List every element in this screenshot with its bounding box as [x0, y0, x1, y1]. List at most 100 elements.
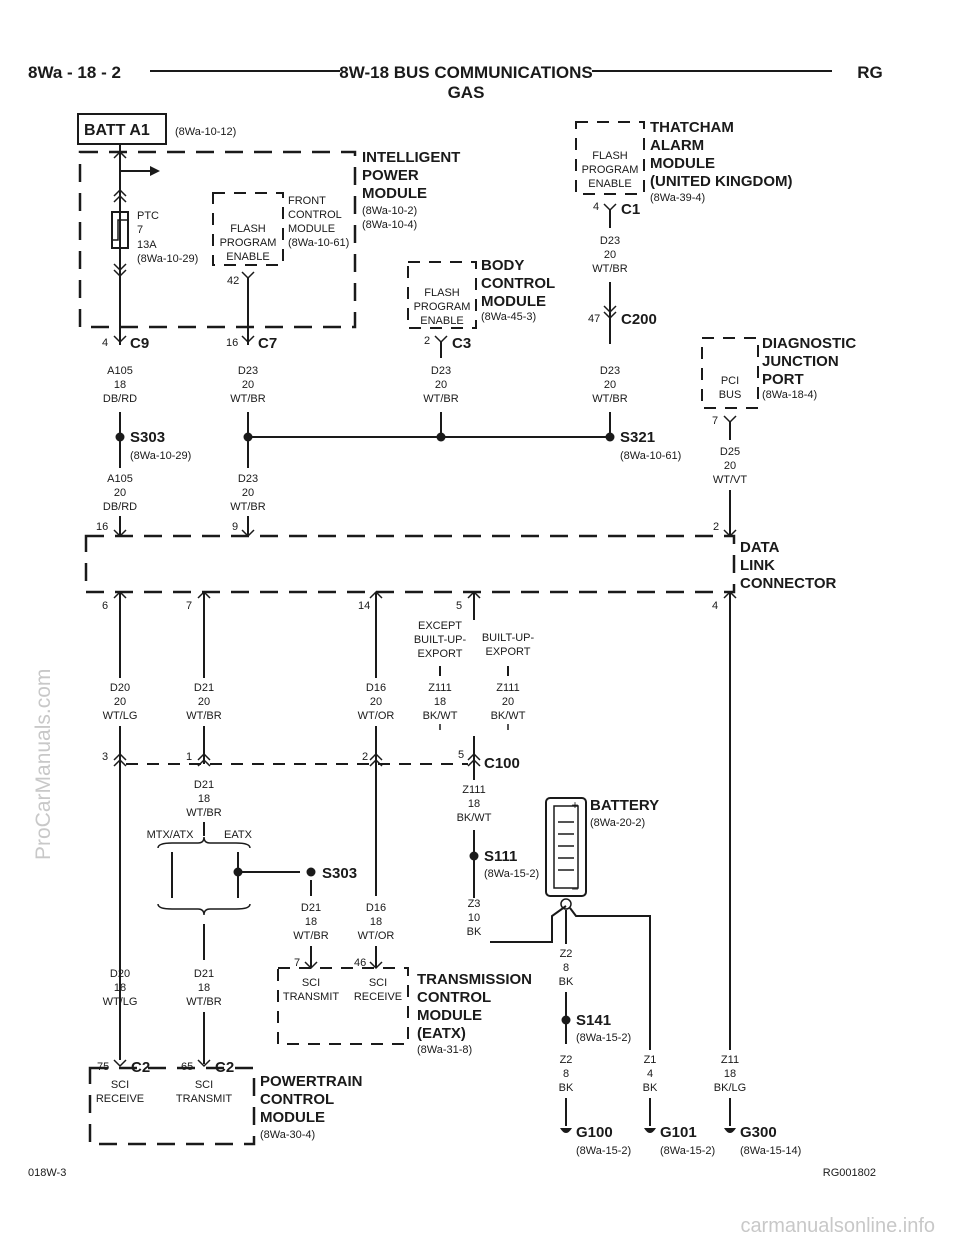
battery-symbol — [545, 797, 587, 897]
c200-pin: 47 — [588, 313, 600, 325]
wire-d16-18-3: WT/OR — [358, 930, 395, 942]
c100-chevron — [113, 752, 127, 761]
wire-d23-low-1: D23 — [238, 473, 258, 485]
wire-z111c-3: BK/WT — [457, 812, 492, 824]
bcm-title-1: BODY — [481, 257, 524, 274]
wire-z1-3: BK — [643, 1082, 658, 1094]
wire-z111c-2: 18 — [468, 798, 480, 810]
battery-label: BATTERY — [590, 797, 659, 814]
wire-d21-18a-2: 18 — [198, 793, 210, 805]
djp-pci-1: PCI — [721, 375, 739, 387]
djp-title-1: DIAGNOSTIC — [762, 335, 856, 352]
s303-splice-dot — [115, 432, 125, 442]
s111-splice-dot — [469, 851, 479, 861]
tam-title-2: ALARM — [650, 137, 704, 154]
djp-box — [701, 337, 759, 409]
tam-conn: C1 — [621, 201, 640, 218]
wire-z3-2: 10 — [468, 912, 480, 924]
tcm-pin-46: 46 — [354, 957, 366, 969]
tam-ref: (8Wa-39-4) — [650, 192, 705, 204]
wire-d23-c200-3: WT/BR — [592, 393, 627, 405]
fcm-flash-1: FLASH — [230, 223, 266, 235]
c200-label: C200 — [621, 311, 657, 328]
pcm-conn-1: C2 — [131, 1059, 150, 1076]
wire-d23-tam-3: WT/BR — [592, 263, 627, 275]
wire-z111c-1: Z111 — [462, 784, 485, 796]
mtx-left: MTX/ATX — [147, 829, 195, 841]
ipm-ref-2: (8Wa-10-4) — [362, 219, 417, 231]
pcm-pin-75: 75 — [97, 1061, 109, 1073]
dlc-chevron — [241, 529, 255, 538]
batt-a1-ref: (8Wa-10-12) — [175, 126, 236, 138]
arrow-icon — [150, 166, 160, 176]
pcm-title-2: CONTROL — [260, 1091, 334, 1108]
wire-z111b-2: 20 — [502, 696, 514, 708]
side-watermark: ProCarManuals.com — [32, 669, 55, 860]
c100-label: C100 — [484, 755, 520, 772]
except-2: BUILT-UP- — [414, 634, 467, 646]
page-subtitle: GAS — [448, 83, 485, 102]
pcm-pin-65: 65 — [181, 1061, 193, 1073]
z3-to-battery — [490, 905, 567, 943]
wire-d23-ipm-1: D23 — [238, 365, 258, 377]
g100-ref: (8Wa-15-2) — [576, 1145, 631, 1157]
pcm-conn-2: C2 — [215, 1059, 234, 1076]
g100-label: G100 — [576, 1124, 613, 1141]
dlc-pin-4: 4 — [712, 600, 718, 612]
dlc-pin-9: 9 — [232, 521, 238, 533]
page-title: 8W-18 BUS COMMUNICATIONS — [339, 63, 592, 82]
tam-title-3: MODULE — [650, 155, 715, 172]
wire-z2b-1: Z2 — [560, 1054, 573, 1066]
c200-chevron — [603, 305, 617, 314]
eatx-splice-dot — [233, 867, 243, 877]
footer-right-code: RG001802 — [823, 1167, 876, 1179]
dlc-chevron — [723, 529, 737, 538]
wire-z111b-1: Z111 — [496, 682, 519, 694]
ipm-ref-1: (8Wa-10-2) — [362, 205, 417, 217]
s111-ref: (8Wa-15-2) — [484, 868, 539, 880]
c7-chevron — [241, 335, 255, 344]
wire-a105-3: DB/RD — [103, 393, 137, 405]
wire-d23-bcm-1: D23 — [431, 365, 451, 377]
wire-z111a-1: Z111 — [428, 682, 451, 694]
wire-z1-2: 4 — [647, 1068, 653, 1080]
ipm-title-3: MODULE — [362, 185, 427, 202]
builtup-2: EXPORT — [485, 646, 530, 658]
s321-label: S321 — [620, 429, 655, 446]
tam-pin: 4 — [593, 201, 599, 213]
fcm-label-2: CONTROL — [288, 209, 342, 221]
tam-flash-1: FLASH — [592, 150, 628, 162]
pcm-ref: (8Wa-30-4) — [260, 1129, 315, 1141]
s321-splice-dot — [605, 432, 615, 442]
c7-label: C7 — [258, 335, 277, 352]
djp-title-3: PORT — [762, 371, 804, 388]
c100-chevron — [197, 752, 211, 761]
wire-d23-low-3: WT/BR — [230, 501, 265, 513]
pcm-chevron — [197, 1059, 211, 1068]
c1-chevron — [603, 203, 617, 212]
ptc-symbol — [111, 211, 129, 249]
tcm-box — [277, 967, 409, 1045]
wire-z11-1: Z11 — [721, 1054, 739, 1066]
c100-chevron — [369, 758, 383, 767]
g300-ref: (8Wa-15-14) — [740, 1145, 801, 1157]
bcm-flash-3: ENABLE — [420, 315, 463, 327]
connector-chevron — [113, 269, 127, 278]
tcm-pin-7: 7 — [294, 957, 300, 969]
wire-d21-18b-2: 18 — [198, 982, 210, 994]
dlc-pin-16: 16 — [96, 521, 108, 533]
wire-a105-1: A105 — [107, 365, 133, 377]
c9-chevron — [113, 335, 127, 344]
s303-label: S303 — [130, 429, 165, 446]
pcm-sci-r-1: SCI — [111, 1079, 129, 1091]
ground-icon — [724, 1128, 736, 1133]
wire-d25-1: D25 — [720, 446, 740, 458]
wire-a105b-2: 20 — [114, 487, 126, 499]
bcm-flash-1: FLASH — [424, 287, 460, 299]
g101-label: G101 — [660, 1124, 697, 1141]
tam-title-1: THATCHAM — [650, 119, 734, 136]
fcm-flash-3: ENABLE — [226, 251, 269, 263]
djp-pin: 7 — [712, 415, 718, 427]
c9-label: C9 — [130, 335, 149, 352]
fcm-label-3: MODULE — [288, 223, 335, 235]
